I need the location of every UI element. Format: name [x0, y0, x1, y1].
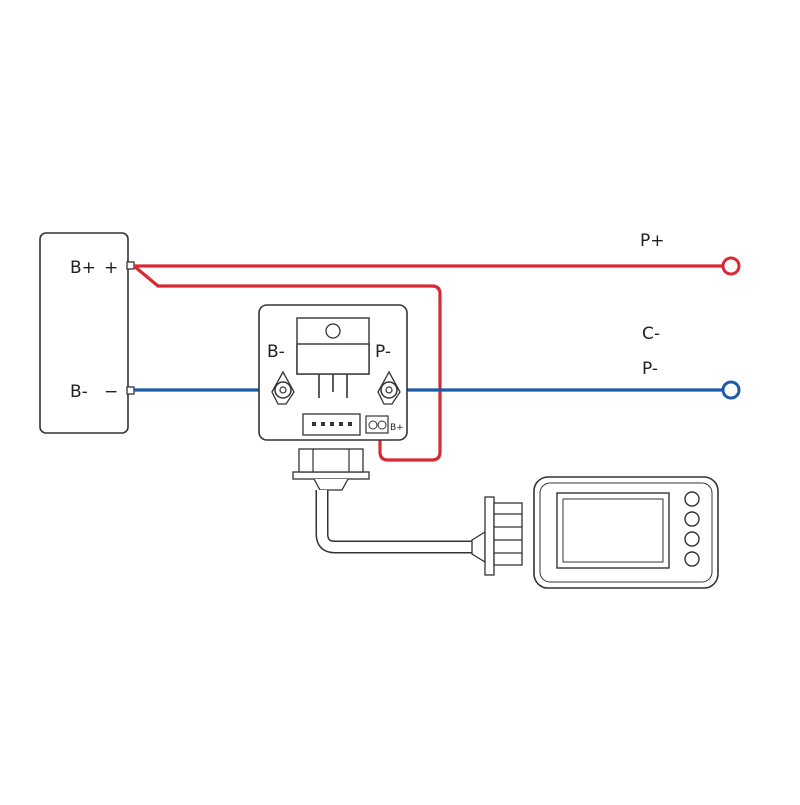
battery-plus-terminal[interactable] — [126, 261, 135, 270]
display-cable-inner — [317, 490, 488, 552]
module-connector-icon — [292, 448, 370, 491]
p-minus-bolt-icon[interactable] — [377, 370, 401, 405]
module-b-plus-label: B+ — [390, 423, 404, 433]
battery-box — [39, 232, 129, 434]
display-monitor-icon — [533, 476, 719, 589]
p-minus-ring-terminal-icon[interactable] — [721, 380, 741, 400]
output-p-plus-label: P+ — [640, 231, 665, 251]
display-button-2[interactable] — [684, 511, 700, 527]
shunt-module: B- P- B+ — [258, 304, 408, 441]
battery-plus-sign: + — [104, 258, 118, 278]
mosfet-mount-hole — [325, 323, 341, 339]
mosfet-body — [296, 343, 370, 375]
display-button-3[interactable] — [684, 531, 700, 547]
battery-minus-label: B- — [70, 382, 88, 402]
battery-minus-terminal[interactable] — [126, 386, 135, 395]
module-p-minus-label: P- — [375, 342, 391, 362]
display-button-4[interactable] — [684, 551, 700, 567]
display-cable — [315, 490, 488, 554]
positive-wire-branch — [132, 264, 442, 462]
output-p-minus-label: P- — [642, 359, 658, 379]
b-minus-bolt-icon[interactable] — [271, 370, 295, 405]
battery-plus-label: B+ — [70, 258, 96, 278]
p-plus-ring-terminal-icon[interactable] — [721, 256, 741, 276]
module-b-minus-label: B- — [267, 342, 285, 362]
display-connector-icon — [471, 496, 523, 576]
battery-minus-sign: − — [104, 382, 118, 402]
display-button-1[interactable] — [684, 491, 700, 507]
output-c-minus-label: C- — [642, 324, 660, 344]
